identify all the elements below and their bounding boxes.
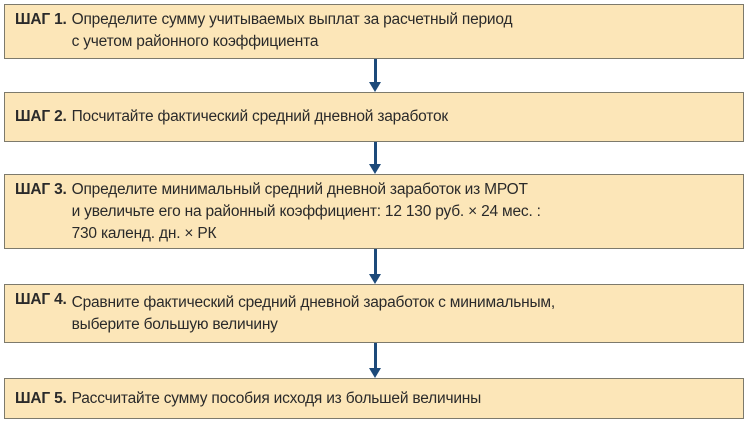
step-3-box: ШАГ 3. Определите минимальный средний дн… xyxy=(4,174,744,249)
step-text: Определите сумму учитываемых выплат за р… xyxy=(71,11,513,50)
step-text: Посчитайте фактический средний дневной з… xyxy=(71,108,449,125)
step-2-box: ШАГ 2. Посчитайте фактический средний дн… xyxy=(4,92,744,142)
arrow-down-icon xyxy=(369,249,381,284)
step-label: ШАГ 5. xyxy=(15,389,67,407)
step-label: ШАГ 2. xyxy=(15,108,67,125)
step-4-box: ШАГ 4. Сравните фактический средний днев… xyxy=(4,284,744,343)
step-5-box: ШАГ 5. Рассчитайте сумму пособия исходя … xyxy=(4,378,744,419)
step-label: ШАГ 4. xyxy=(15,291,67,308)
arrow-down-icon xyxy=(369,142,381,174)
step-text: Сравните фактический средний дневной зар… xyxy=(71,293,556,333)
step-label: ШАГ 3. xyxy=(15,181,67,198)
step-text: Определите минимальный средний дневной з… xyxy=(71,181,541,242)
step-1-box: ШАГ 1. Определите сумму учитываемых выпл… xyxy=(4,4,744,59)
arrow-down-icon xyxy=(369,343,381,378)
step-text: Рассчитайте сумму пособия исходя из боль… xyxy=(71,389,482,407)
step-label: ШАГ 1. xyxy=(15,11,67,28)
arrow-down-icon xyxy=(369,59,381,92)
